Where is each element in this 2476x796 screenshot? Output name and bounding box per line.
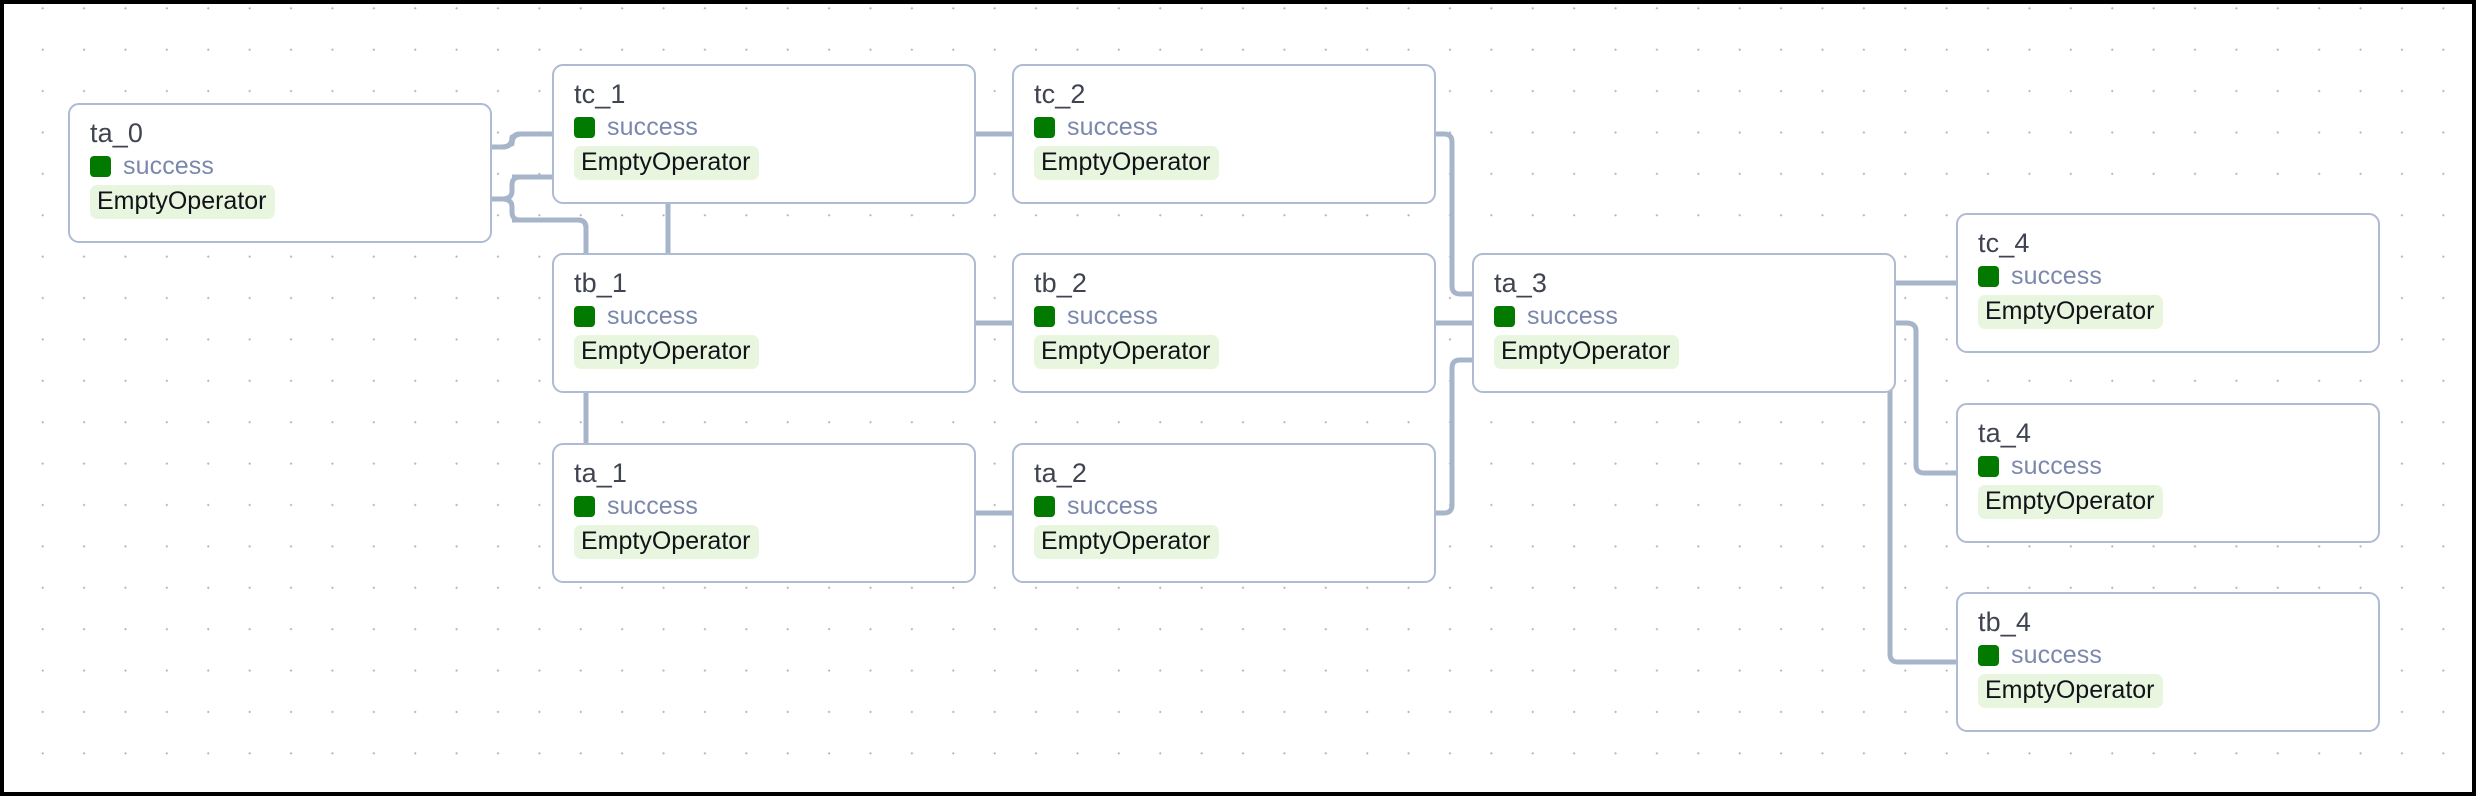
operator-badge: EmptyOperator: [1494, 335, 1679, 370]
node-title: ta_4: [1978, 418, 2031, 448]
status-success-swatch-icon: [90, 156, 111, 178]
status-success-swatch-icon: [1494, 306, 1515, 328]
node-title: tb_1: [574, 268, 627, 298]
dag-node-tc_2[interactable]: tc_2 success EmptyOperator: [1012, 64, 1436, 204]
dag-node-ta_2[interactable]: ta_2 success EmptyOperator: [1012, 443, 1436, 583]
node-status-row: success: [1978, 454, 2102, 479]
node-title: tc_4: [1978, 228, 2030, 258]
status-success-swatch-icon: [574, 117, 595, 139]
operator-badge: EmptyOperator: [1978, 295, 2163, 330]
status-label: success: [1527, 302, 1619, 331]
dag-node-tc_4[interactable]: tc_4 success EmptyOperator: [1956, 213, 2380, 353]
operator-badge: EmptyOperator: [1034, 335, 1219, 370]
status-success-swatch-icon: [1034, 306, 1055, 328]
status-label: success: [2011, 452, 2103, 481]
dag-node-ta_4[interactable]: ta_4 success EmptyOperator: [1956, 403, 2380, 543]
node-status-row: success: [90, 154, 214, 179]
dag-node-tc_1[interactable]: tc_1 success EmptyOperator: [552, 64, 976, 204]
status-label: success: [1067, 302, 1159, 331]
node-title: tb_4: [1978, 607, 2031, 637]
dag-node-ta_1[interactable]: ta_1 success EmptyOperator: [552, 443, 976, 583]
status-label: success: [607, 302, 699, 331]
node-status-row: success: [1978, 643, 2102, 668]
operator-badge: EmptyOperator: [1034, 525, 1219, 560]
status-success-swatch-icon: [574, 496, 595, 518]
operator-badge: EmptyOperator: [1978, 485, 2163, 520]
node-status-row: success: [1034, 494, 1158, 519]
node-title: ta_0: [90, 118, 143, 148]
status-label: success: [1067, 492, 1159, 521]
node-status-row: success: [574, 494, 698, 519]
node-status-row: success: [1494, 304, 1618, 329]
status-label: success: [607, 492, 699, 521]
status-success-swatch-icon: [1034, 117, 1055, 139]
dag-node-tb_2[interactable]: tb_2 success EmptyOperator: [1012, 253, 1436, 393]
status-success-swatch-icon: [1978, 266, 1999, 288]
node-title: ta_2: [1034, 458, 1087, 488]
operator-badge: EmptyOperator: [574, 525, 759, 560]
operator-badge: EmptyOperator: [574, 335, 759, 370]
node-status-row: success: [574, 115, 698, 140]
node-status-row: success: [1034, 115, 1158, 140]
operator-badge: EmptyOperator: [90, 185, 275, 220]
node-status-row: success: [1978, 264, 2102, 289]
node-status-row: success: [1034, 304, 1158, 329]
node-status-row: success: [574, 304, 698, 329]
status-success-swatch-icon: [574, 306, 595, 328]
operator-badge: EmptyOperator: [1034, 146, 1219, 181]
status-label: success: [123, 152, 215, 181]
dag-node-ta_0[interactable]: ta_0 success EmptyOperator: [68, 103, 492, 243]
node-title: tc_2: [1034, 79, 1086, 109]
status-label: success: [2011, 262, 2103, 291]
node-title: tb_2: [1034, 268, 1087, 298]
status-label: success: [1067, 113, 1159, 142]
operator-badge: EmptyOperator: [1978, 674, 2163, 709]
status-label: success: [2011, 641, 2103, 670]
dag-node-tb_1[interactable]: tb_1 success EmptyOperator: [552, 253, 976, 393]
node-title: tc_1: [574, 79, 626, 109]
status-label: success: [607, 113, 699, 142]
node-title: ta_3: [1494, 268, 1547, 298]
operator-badge: EmptyOperator: [574, 146, 759, 181]
node-title: ta_1: [574, 458, 627, 488]
status-success-swatch-icon: [1978, 645, 1999, 667]
dag-node-ta_3[interactable]: ta_3 success EmptyOperator: [1472, 253, 1896, 393]
dag-node-tb_4[interactable]: tb_4 success EmptyOperator: [1956, 592, 2380, 732]
status-success-swatch-icon: [1034, 496, 1055, 518]
status-success-swatch-icon: [1978, 456, 1999, 478]
